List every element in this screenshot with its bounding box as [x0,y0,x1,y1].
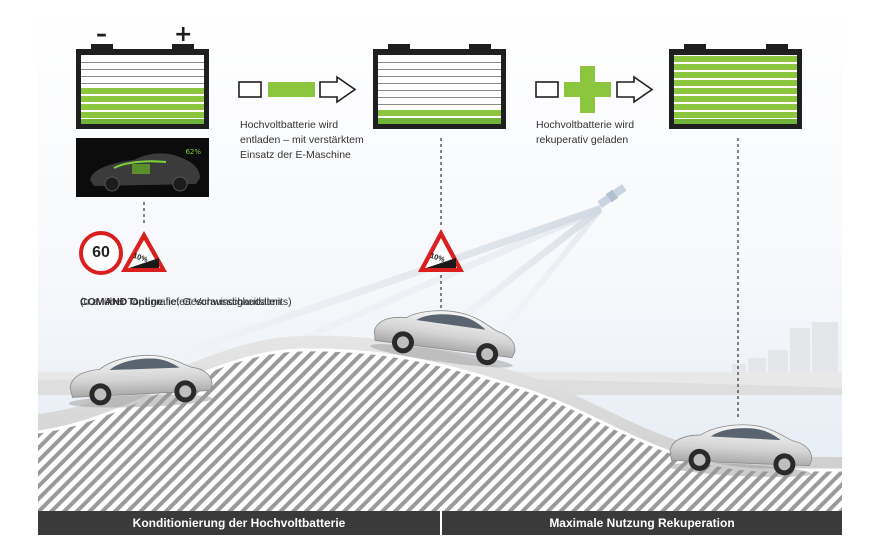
bottom-bar-right: Maximale Nutzung Rekuperation [442,511,842,535]
bottom-bar-left: Konditionierung der Hochvoltbatterie [38,511,440,535]
satellite-icon [597,184,627,208]
discharge-caption: Hochvoltbatterie wird entladen – mit ver… [240,119,364,161]
battery-2 [373,44,506,129]
discharge-arrow-icon [238,75,357,104]
comand-subcaption: (u.a. über Topografie, Geschwindigkeitsl… [80,296,292,308]
battery-readout: 62% [185,148,201,156]
comand-caption-bold: COMAND Online [80,296,163,308]
speed-limit-sign: 60 [79,231,123,275]
minus-icon: – [96,22,107,47]
plus-icon: + [174,22,193,47]
car-icon-3 [667,424,813,478]
gradient-warning-sign-1 [121,231,167,272]
comand-caption-rest: liefert Vorausschaudaten [162,296,282,308]
terrain-hatched [38,341,842,511]
road [38,335,842,470]
recharge-arrow-icon [535,66,654,113]
comand-caption: COMAND Online liefert Vorausschaudaten [80,280,281,310]
battery-1 [76,44,209,129]
recharge-caption: Hochvoltbatterie wird rekuperativ gelade… [536,119,635,146]
gradient-warning-sign-2 [418,229,464,272]
comand-display-screen: 62% [76,138,209,197]
car-icon-1 [68,354,213,408]
guide-lines [143,138,739,418]
car-icon-2 [370,310,516,368]
battery-3 [669,44,802,129]
